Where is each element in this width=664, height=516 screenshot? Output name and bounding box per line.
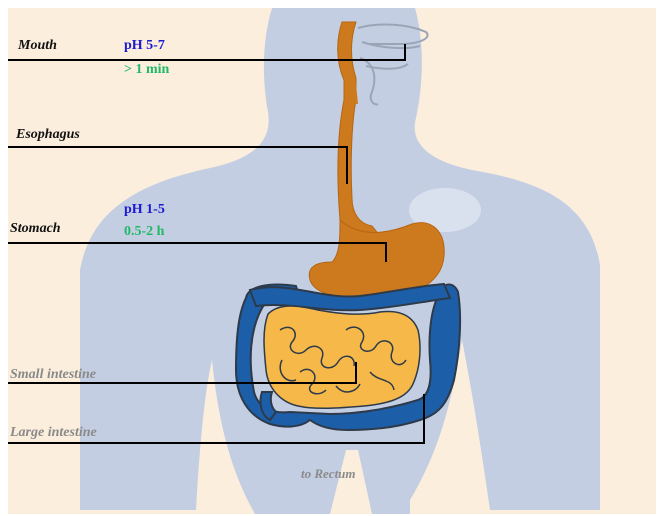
mouth-ph: pH 5-7: [124, 38, 165, 54]
small-intestine-label: Small intestine: [10, 367, 96, 383]
mouth-label: Mouth: [18, 38, 57, 54]
to-rectum-label: to Rectum: [301, 466, 356, 482]
large-intestine-label: Large intestine: [10, 425, 97, 441]
stomach-label: Stomach: [10, 221, 61, 237]
mouth-time: > 1 min: [124, 62, 169, 78]
esophagus-label: Esophagus: [16, 127, 80, 143]
stomach-ph: pH 1-5: [124, 202, 165, 218]
stomach-time: 0.5-2 h: [124, 224, 164, 240]
